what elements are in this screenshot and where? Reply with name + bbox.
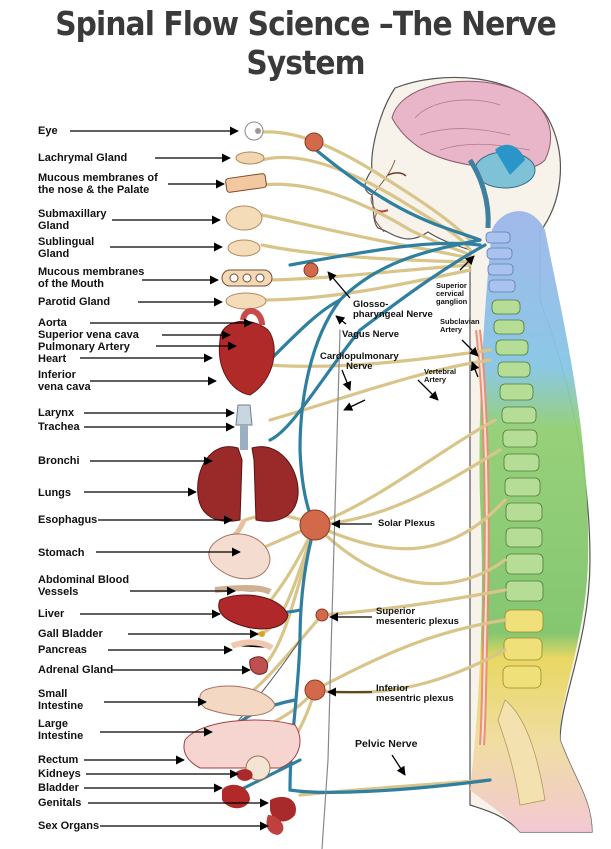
label-pelvic-nerve: Pelvic Nerve — [355, 738, 418, 750]
label-sex-organs: Sex Organs — [38, 820, 100, 832]
label-solar-plexus: Solar Plexus — [378, 518, 436, 529]
label-superior-mesenteric-plexus: Superior mesenteric plexus — [376, 606, 459, 627]
label-bronchi: Bronchi — [38, 455, 80, 467]
label-superior-cervical-ganglion: Superior cervical ganglion — [436, 281, 468, 306]
label-bladder: Bladder — [38, 782, 79, 794]
label-submaxillary-gland: Submaxillary Gland — [38, 208, 107, 232]
label-stomach: Stomach — [38, 547, 85, 559]
organs — [183, 121, 301, 835]
label-aorta: Aorta — [38, 317, 67, 329]
label-small-intestine: Small Intestine — [38, 688, 84, 712]
label-heart: Heart — [38, 353, 67, 365]
label-esophagus: Esophagus — [38, 514, 98, 526]
page-title: Spinal Flow Science –The Nerve System — [55, 4, 557, 82]
label-mucous-mouth: Mucous membranes of the Mouth — [38, 266, 145, 290]
label-eye: Eye — [38, 125, 58, 137]
label-glossopharyngeal-nerve: Glosso- pharyngeal Nerve — [353, 299, 433, 320]
label-pancreas: Pancreas — [38, 644, 87, 656]
ganglia — [299, 132, 331, 701]
label-inferior-vena-cava: Inferior vena cava — [38, 369, 91, 393]
label-adrenal-gland: Adrenal Gland — [38, 664, 114, 676]
body-silhouette — [364, 76, 593, 833]
label-lungs: Lungs — [38, 487, 71, 499]
label-vertebral-artery: Vertebral Artery — [424, 367, 457, 384]
label-mucous-nose: Mucous membranes of the nose & the Palat… — [38, 172, 158, 196]
nerve-pathways — [204, 130, 507, 849]
label-sublingual-gland: Sublingual Gland — [38, 236, 95, 260]
label-superior-vena-cava: Superior vena cava — [38, 329, 139, 341]
label-pulmonary-artery: Pulmonary Artery — [38, 341, 130, 353]
label-inferior-mesentric-plexus: Inferior mesentric plexus — [376, 683, 454, 704]
label-large-intestine: Large Intestine — [38, 718, 84, 742]
label-kidneys: Kidneys — [38, 768, 81, 780]
label-cardiopulmonary-nerve: Cardiopulmonary Nerve — [320, 351, 399, 372]
label-vagus-nerve: Vagus Nerve — [342, 329, 400, 340]
label-larynx: Larynx — [38, 407, 75, 419]
label-rectum: Rectum — [38, 754, 79, 766]
label-abdominal-blood-vessels: Abdominal Blood Vessels — [38, 574, 130, 598]
label-arrows — [70, 126, 480, 831]
label-parotid-gland: Parotid Gland — [38, 296, 111, 308]
label-liver: Liver — [38, 608, 65, 620]
label-gall-bladder: Gall Bladder — [38, 628, 103, 640]
label-trachea: Trachea — [38, 421, 80, 433]
label-subclavian-artery: Subclavian Artery — [440, 317, 480, 334]
label-genitals: Genitals — [38, 797, 82, 809]
label-lachrymal-gland: Lachrymal Gland — [38, 152, 128, 164]
